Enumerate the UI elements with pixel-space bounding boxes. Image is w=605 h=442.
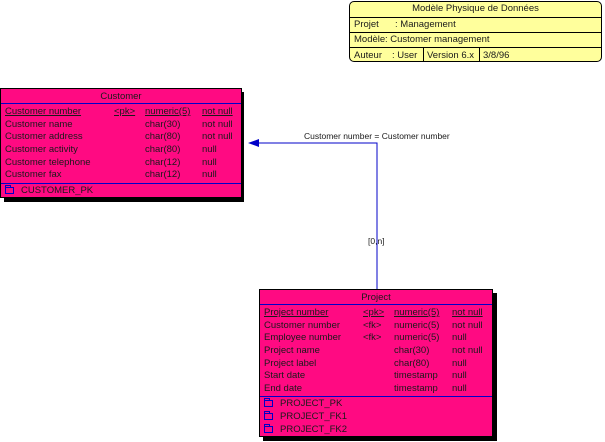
column-type: char(80)	[145, 144, 181, 155]
column-nullable: null	[202, 169, 217, 180]
column-type: numeric(5)	[394, 332, 440, 343]
model-label: Modèle	[354, 34, 386, 45]
column-nullable: null	[452, 358, 467, 369]
column-type: numeric(5)	[145, 106, 191, 117]
key-icon	[264, 398, 273, 407]
table-row: Customer number <fk> numeric(5) not null	[260, 319, 492, 332]
column-type: char(80)	[145, 131, 181, 142]
column-name: Customer telephone	[5, 157, 91, 168]
table-divider	[1, 103, 241, 104]
key-label: PROJECT_FK1	[280, 411, 348, 422]
version-label: Version 6.x	[427, 50, 474, 61]
column-name: Project label	[264, 358, 317, 369]
key-label: PROJECT_FK2	[280, 424, 348, 435]
column-type: numeric(5)	[394, 320, 440, 331]
title-block-divider	[350, 47, 601, 48]
column-type: timestamp	[394, 383, 438, 394]
title-block-divider	[479, 47, 480, 62]
table-divider	[260, 304, 492, 305]
table-row: Customer activity char(80) null	[1, 143, 241, 156]
table-row: Customer telephone char(12) null	[1, 156, 241, 169]
arrow-head-icon	[248, 139, 259, 147]
column-name: Project number	[264, 307, 329, 318]
table-row: Customer number <pk> numeric(5) not null	[1, 105, 241, 118]
column-nullable: not null	[452, 307, 483, 318]
customer-table[interactable]: Customer Customer number <pk> numeric(5)…	[0, 88, 242, 198]
table-row: End date timestamp null	[260, 382, 492, 395]
column-key: <pk>	[114, 106, 136, 117]
key-label: CUSTOMER_PK	[21, 185, 94, 196]
column-name: Customer number	[5, 106, 82, 117]
column-nullable: not null	[452, 320, 483, 331]
key-icon	[264, 411, 273, 420]
column-nullable: not null	[452, 345, 483, 356]
column-nullable: null	[452, 383, 467, 394]
title-block: Modèle Physique de Données Projet : Mana…	[349, 1, 602, 62]
project-table-title: Project	[361, 292, 391, 303]
table-row: Start date timestamp null	[260, 369, 492, 382]
customer-table-title: Customer	[100, 91, 142, 102]
column-key: <pk>	[363, 307, 385, 318]
project-label: Projet	[354, 19, 379, 30]
key-icon	[264, 424, 273, 433]
column-name: Customer address	[5, 131, 83, 142]
title-block-title: Modèle Physique de Données	[412, 3, 539, 14]
column-name: Customer activity	[5, 144, 78, 155]
column-name: Project name	[264, 345, 320, 356]
table-divider	[1, 183, 241, 184]
author-label: Auteur	[354, 50, 382, 61]
column-name: Customer name	[5, 119, 73, 130]
column-nullable: not null	[202, 131, 233, 142]
column-type: char(30)	[394, 345, 430, 356]
column-type: timestamp	[394, 370, 438, 381]
column-nullable: not null	[202, 106, 233, 117]
table-row: Customer name char(30) not null	[1, 118, 241, 131]
column-nullable: null	[202, 144, 217, 155]
cardinality-label: [0,n]	[368, 236, 385, 246]
title-block-divider	[350, 17, 601, 18]
project-table[interactable]: Project Project number <pk> numeric(5) n…	[259, 289, 493, 437]
column-type: char(12)	[145, 169, 181, 180]
column-name: Employee number	[264, 332, 342, 343]
column-type: char(30)	[145, 119, 181, 130]
column-name: Start date	[264, 370, 306, 381]
column-nullable: null	[452, 332, 467, 343]
column-nullable: not null	[202, 119, 233, 130]
key-icon	[5, 185, 14, 194]
column-nullable: null	[452, 370, 467, 381]
column-key: <fk>	[363, 332, 382, 343]
table-divider	[260, 396, 492, 397]
title-block-divider	[423, 47, 424, 62]
table-row: Customer address char(80) not null	[1, 130, 241, 143]
table-row: Project name char(30) not null	[260, 344, 492, 357]
column-key: <fk>	[363, 320, 382, 331]
table-row: Employee number <fk> numeric(5) null	[260, 331, 492, 344]
date-label: 3/8/96	[483, 50, 510, 61]
title-block-divider	[350, 32, 601, 33]
table-row: Customer fax char(12) null	[1, 168, 241, 181]
column-name: Customer number	[264, 320, 341, 331]
table-row: Project number <pk> numeric(5) not null	[260, 306, 492, 319]
author-value: : User	[392, 50, 418, 61]
reference-line[interactable]	[252, 142, 378, 290]
column-type: char(80)	[394, 358, 430, 369]
project-value: : Management	[395, 19, 456, 30]
join-label: Customer number = Customer number	[304, 131, 450, 141]
column-type: char(12)	[145, 157, 181, 168]
column-name: End date	[264, 383, 303, 394]
table-row: Project label char(80) null	[260, 357, 492, 370]
key-label: PROJECT_PK	[280, 398, 343, 409]
column-type: numeric(5)	[394, 307, 440, 318]
column-nullable: null	[202, 157, 217, 168]
model-value: : Customer management	[385, 34, 490, 45]
column-name: Customer fax	[5, 169, 62, 180]
